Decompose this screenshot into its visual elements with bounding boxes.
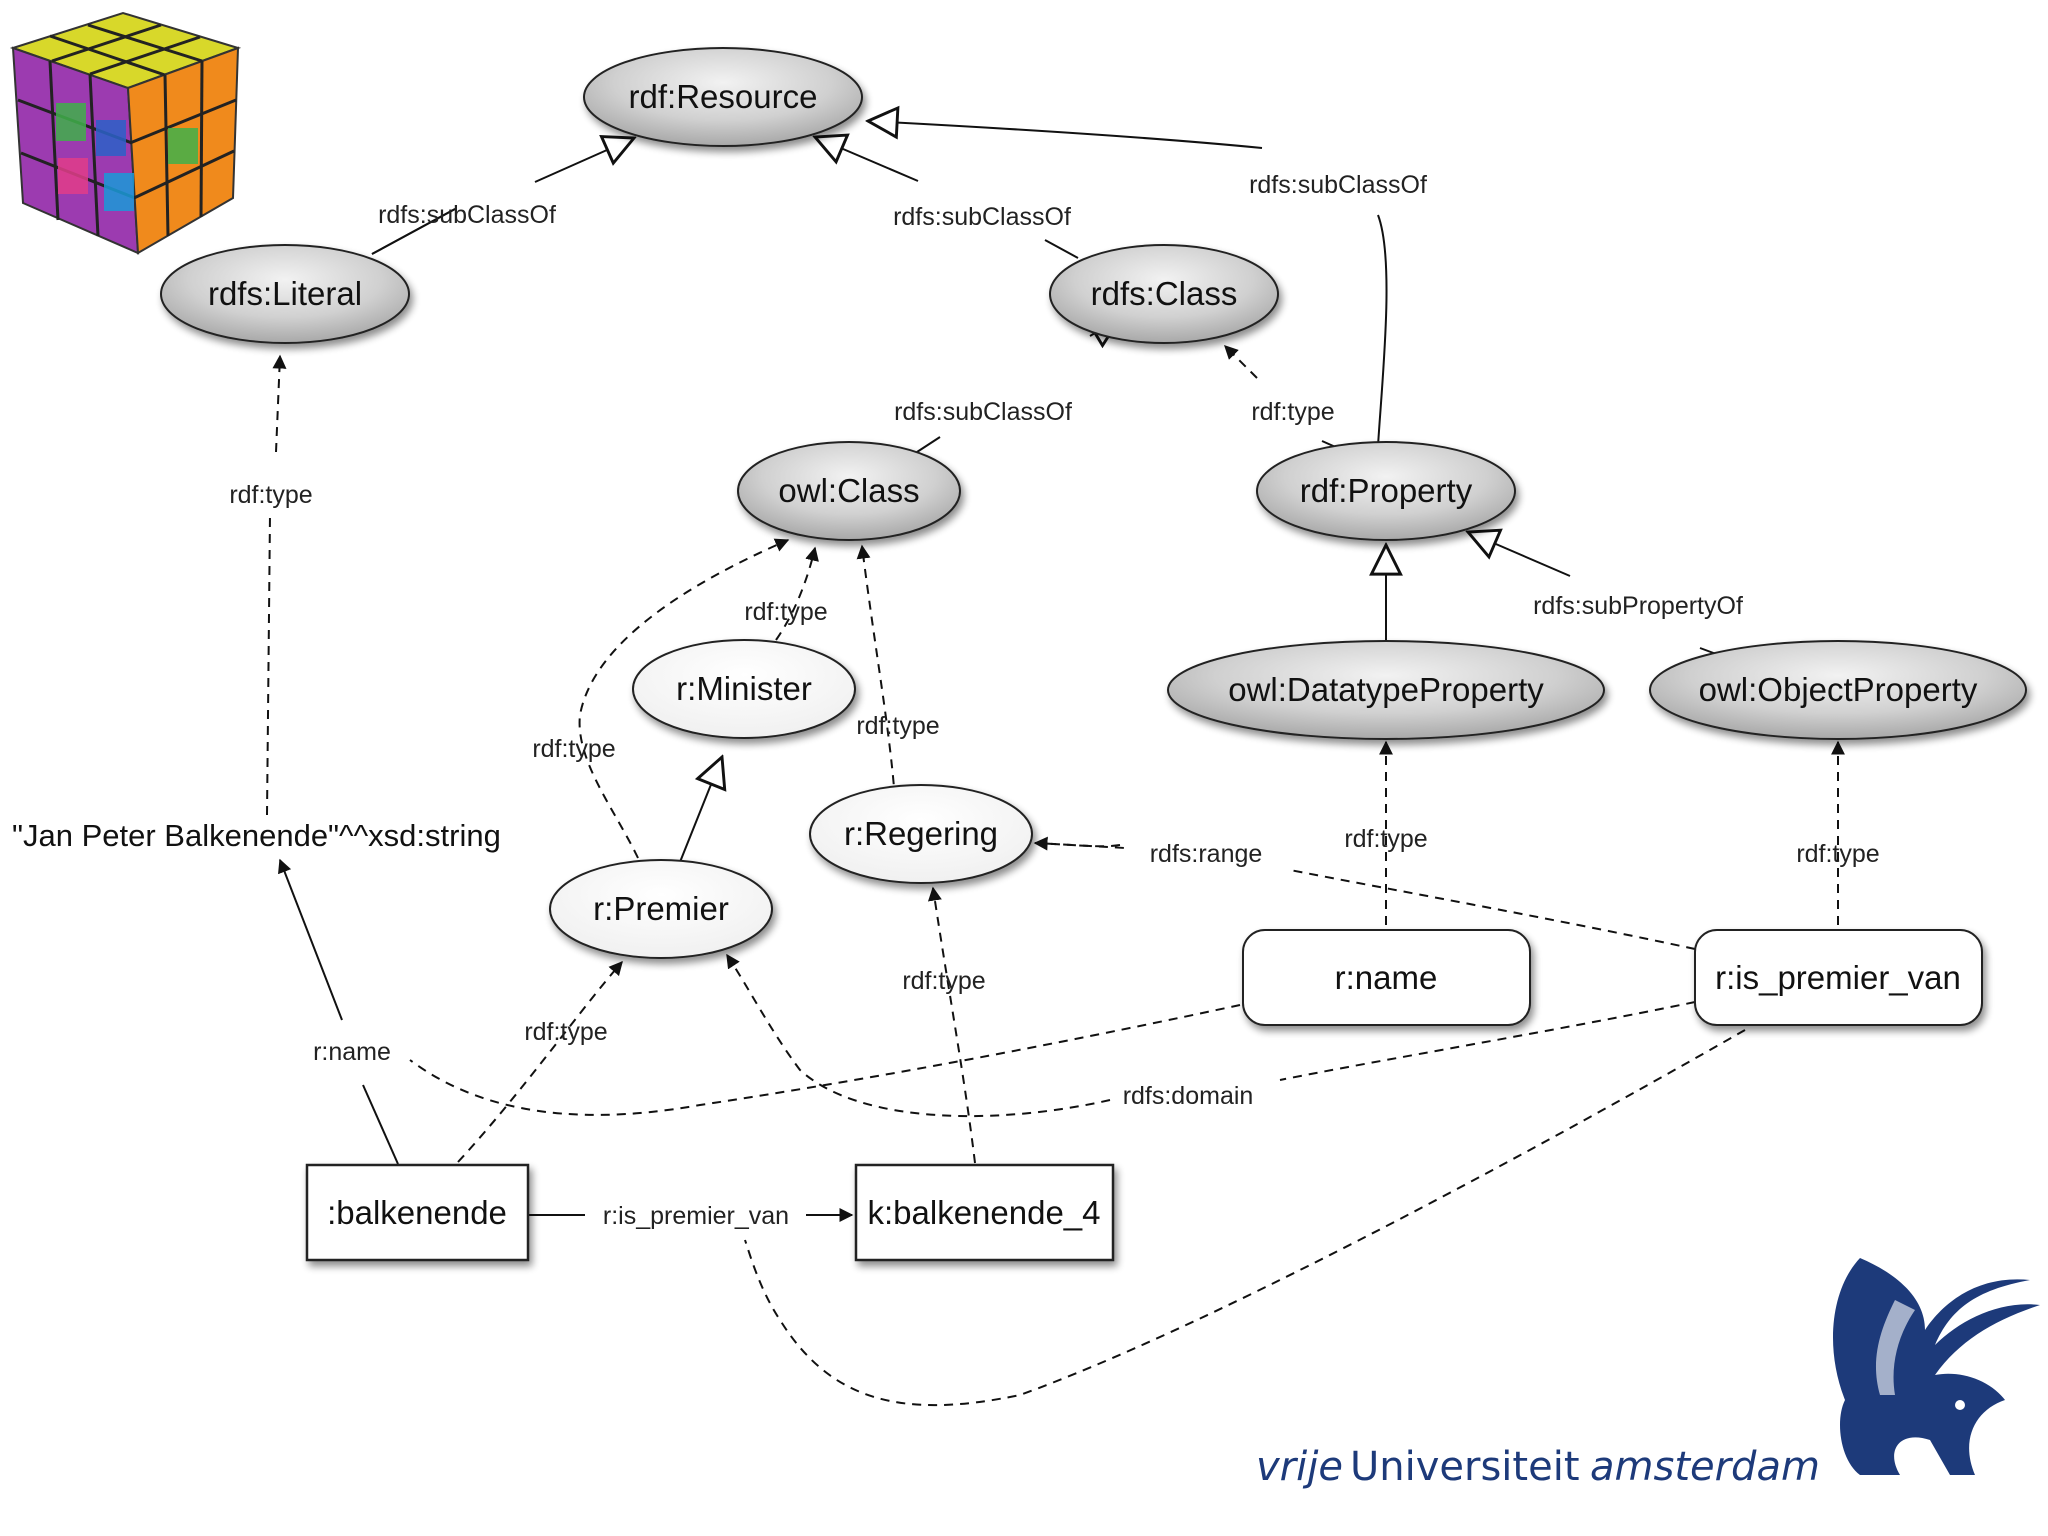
node-owl-datatype-property [1167, 640, 1605, 740]
edge-property-subclassof [868, 121, 1388, 447]
node-rdfs-class [1049, 244, 1279, 344]
edge-literal-type [272, 354, 287, 453]
label-owlclass-subclassof: rdfs:subClassOf [894, 398, 1072, 426]
node-rdf-resource [583, 47, 863, 147]
label-literal-type: rdf:type [229, 481, 312, 509]
logo-word-universiteit: Universiteit [1350, 1444, 1580, 1490]
edge-domain-premier [727, 955, 1696, 1118]
edge-literal-subclassof [371, 138, 634, 255]
node-r-is-premier-van [1694, 929, 1983, 1026]
node-r-regering-label: r:Regering [844, 815, 998, 852]
node-balkenende-label: :balkenende [327, 1194, 507, 1231]
node-rdf-property-label: rdf:Property [1300, 472, 1473, 509]
vu-amsterdam-logo: vrije Universiteit amsterdam [1256, 1258, 2040, 1490]
node-k-balkenende-4 [854, 1163, 1115, 1262]
label-regering-type: rdf:type [856, 712, 939, 740]
edge-premier-minister [679, 757, 722, 863]
node-balkenende [305, 1163, 530, 1262]
node-owl-object-property [1649, 640, 2027, 740]
edge-minister-owlclass-type [775, 546, 819, 641]
node-rdfs-literal [160, 244, 410, 344]
label-name-type: rdf:type [1344, 825, 1427, 853]
edge-balkenende-name [278, 858, 343, 1021]
node-rdf-property [1256, 441, 1516, 541]
label-literal-subclassof: rdfs:subClassOf [378, 201, 556, 229]
label-ispremier-type: rdf:type [1796, 840, 1879, 868]
node-r-name-label: r:name [1335, 959, 1438, 996]
griffin-icon [1833, 1258, 2040, 1475]
node-literal-value: "Jan Peter Balkenende"^^xsd:string [12, 818, 501, 853]
label-minister-type: rdf:type [744, 598, 827, 626]
edge-property-class-type [1224, 345, 1258, 379]
node-owl-class [737, 441, 961, 541]
edge-k-regering-type [927, 886, 976, 1164]
node-r-premier-label: r:Premier [593, 890, 729, 927]
edge-class-subclassof [815, 137, 1079, 259]
node-r-name [1242, 929, 1531, 1026]
label-is-premier-van: r:is_premier_van [603, 1202, 789, 1230]
node-k-balkenende-4-label: k:balkenende_4 [867, 1194, 1100, 1231]
node-owl-datatype-property-label: owl:DatatypeProperty [1228, 671, 1544, 708]
logo-word-amsterdam: amsterdam [1590, 1444, 1820, 1490]
label-balkenende-name: r:name [313, 1038, 391, 1066]
label-premier-class-type: rdf:type [532, 735, 615, 763]
edge-balkenende-premier-type [457, 960, 623, 1163]
node-r-minister-label: r:Minister [676, 670, 812, 707]
label-domain: rdfs:domain [1123, 1082, 1254, 1110]
label-range: rdfs:range [1150, 840, 1263, 868]
label-subpropertyof: rdfs:subPropertyOf [1533, 592, 1743, 620]
node-r-premier [549, 859, 773, 959]
node-r-is-premier-van-label: r:is_premier_van [1715, 959, 1961, 996]
label-balkenende-type: rdf:type [524, 1018, 607, 1046]
label-class-subclassof: rdfs:subClassOf [893, 203, 1071, 231]
edge-objectprop-property [1468, 532, 1571, 577]
label-property-subclassof: rdfs:subClassOf [1249, 171, 1427, 199]
label-property-type: rdf:type [1251, 398, 1334, 426]
node-owl-object-property-label: owl:ObjectProperty [1699, 671, 1978, 708]
node-rdf-resource-label: rdf:Resource [629, 78, 818, 115]
edge-domain-name [409, 1004, 1241, 1116]
node-owl-class-label: owl:Class [778, 472, 919, 509]
edge-regering-owlclass-type [856, 544, 896, 801]
node-r-regering [809, 784, 1033, 884]
node-rdfs-class-label: rdfs:Class [1091, 275, 1238, 312]
node-r-minister [632, 639, 856, 739]
rubik-cube-icon [9, 11, 242, 255]
node-rdfs-literal-label: rdfs:Literal [208, 275, 362, 312]
label-k-type: rdf:type [902, 967, 985, 995]
edge-ispremier-curve [744, 1029, 1746, 1407]
logo-word-vrije: vrije [1256, 1444, 1343, 1490]
